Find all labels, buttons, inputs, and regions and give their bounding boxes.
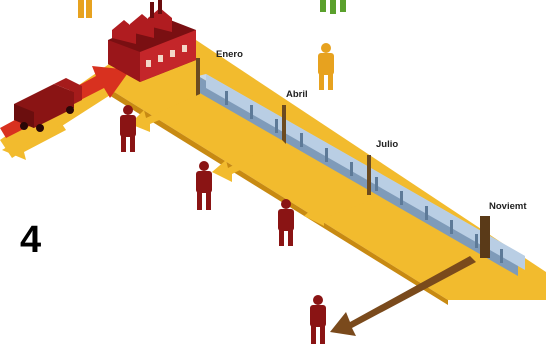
month-label-julio: Julio [376,139,398,150]
person-icon-1 [120,105,136,152]
month-label-noviembre: Noviemt [489,201,527,212]
month-label-abril: Abril [286,89,308,100]
yellow-track-edge [104,88,448,305]
factory-icon [108,0,196,82]
yellow-arrow-3 [304,194,372,226]
person-icon-4 [310,295,326,344]
step-number: 4 [20,219,41,261]
person-icon-orange [318,43,334,90]
brown-arrow [330,256,476,336]
yellow-track [108,40,546,300]
person-icon-green-top [320,0,346,14]
month-label-enero: Enero [216,49,243,60]
person-icon-2 [196,161,212,210]
yellow-arrow-left [2,124,66,160]
truck-icon [14,78,82,132]
yellow-arrow-1 [130,94,206,132]
person-icon-3 [278,199,294,246]
yellow-arrow-2 [212,140,288,182]
month-markers [196,58,490,258]
person-icon-orange-top [78,0,92,18]
